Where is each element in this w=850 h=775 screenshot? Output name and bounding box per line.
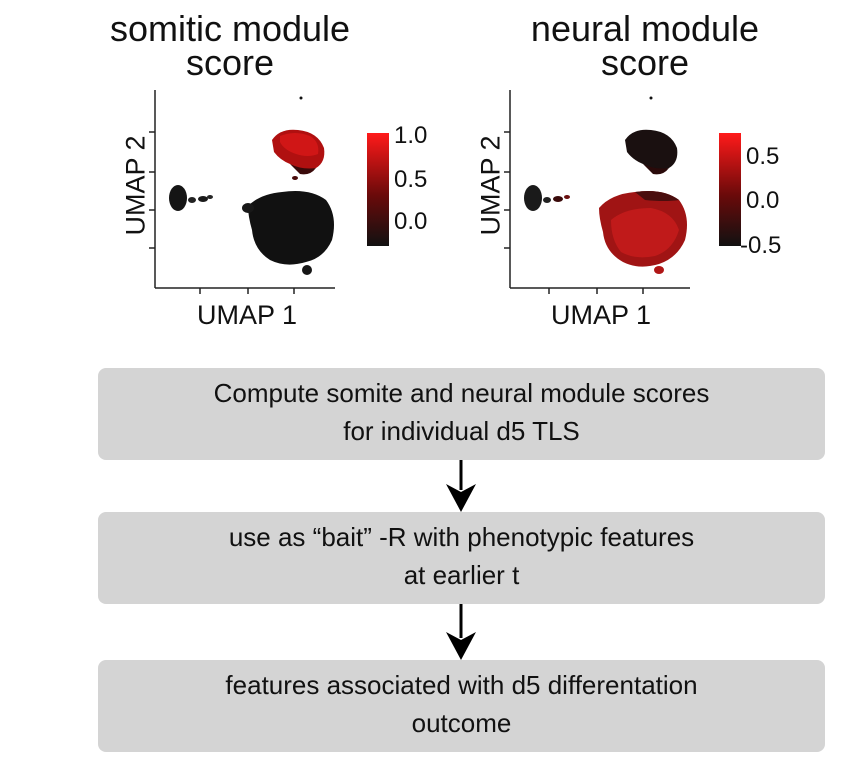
somitic-ylabel: UMAP 2: [120, 135, 151, 236]
somitic-cb-tick-mid: 0.5: [394, 166, 428, 193]
bottom-cluster: [599, 191, 687, 274]
somitic-colorbar: [367, 133, 389, 246]
somitic-title-line2: score: [185, 42, 275, 83]
neural-cb-tick-high: 0.5: [746, 143, 780, 170]
neural-title-line1: neural module: [530, 8, 760, 49]
flow-step-features: features associated with d5 differentati…: [98, 660, 825, 752]
neural-panel-title: neural module score: [475, 8, 815, 83]
flow-step-1-line2: for individual d5 TLS: [343, 416, 580, 446]
somitic-title-line1: somitic module: [109, 8, 351, 49]
neural-ylabel: UMAP 2: [475, 135, 506, 236]
somitic-umap-plot: [149, 90, 335, 294]
somitic-xlabel: UMAP 1: [197, 300, 298, 330]
neural-cb-tick-mid: 0.0: [746, 187, 780, 214]
bottom-cluster: [242, 96, 334, 275]
neural-umap-plot: [504, 90, 690, 294]
flow-step-3-line2: outcome: [411, 708, 512, 738]
somitic-panel-title: somitic module score: [60, 8, 400, 83]
small-cluster: [169, 185, 213, 211]
neural-title-line2: score: [600, 42, 690, 83]
top-cluster: [272, 129, 325, 175]
top-cluster: [625, 96, 678, 175]
somitic-cb-tick-high: 1.0: [394, 122, 428, 149]
down-arrow-icon: [446, 460, 476, 512]
flow-step-compute-scores: Compute somite and neural module scores …: [98, 368, 825, 460]
flow-step-3-line1: features associated with d5 differentati…: [225, 670, 698, 700]
neural-xlabel: UMAP 1: [551, 300, 652, 330]
flow-step-2-line1: use as “bait” -R with phenotypic feature…: [228, 522, 695, 552]
flow-step-1-line1: Compute somite and neural module scores: [213, 378, 710, 408]
neural-colorbar: [719, 133, 741, 246]
small-cluster: [524, 185, 570, 211]
flow-step-2-line2: at earlier t: [403, 560, 520, 590]
flow-step-bait: use as “bait” -R with phenotypic feature…: [98, 512, 825, 604]
down-arrow-icon: [446, 604, 476, 660]
somitic-cb-tick-low: 0.0: [394, 208, 428, 235]
neural-cb-tick-low: -0.5: [740, 232, 782, 259]
